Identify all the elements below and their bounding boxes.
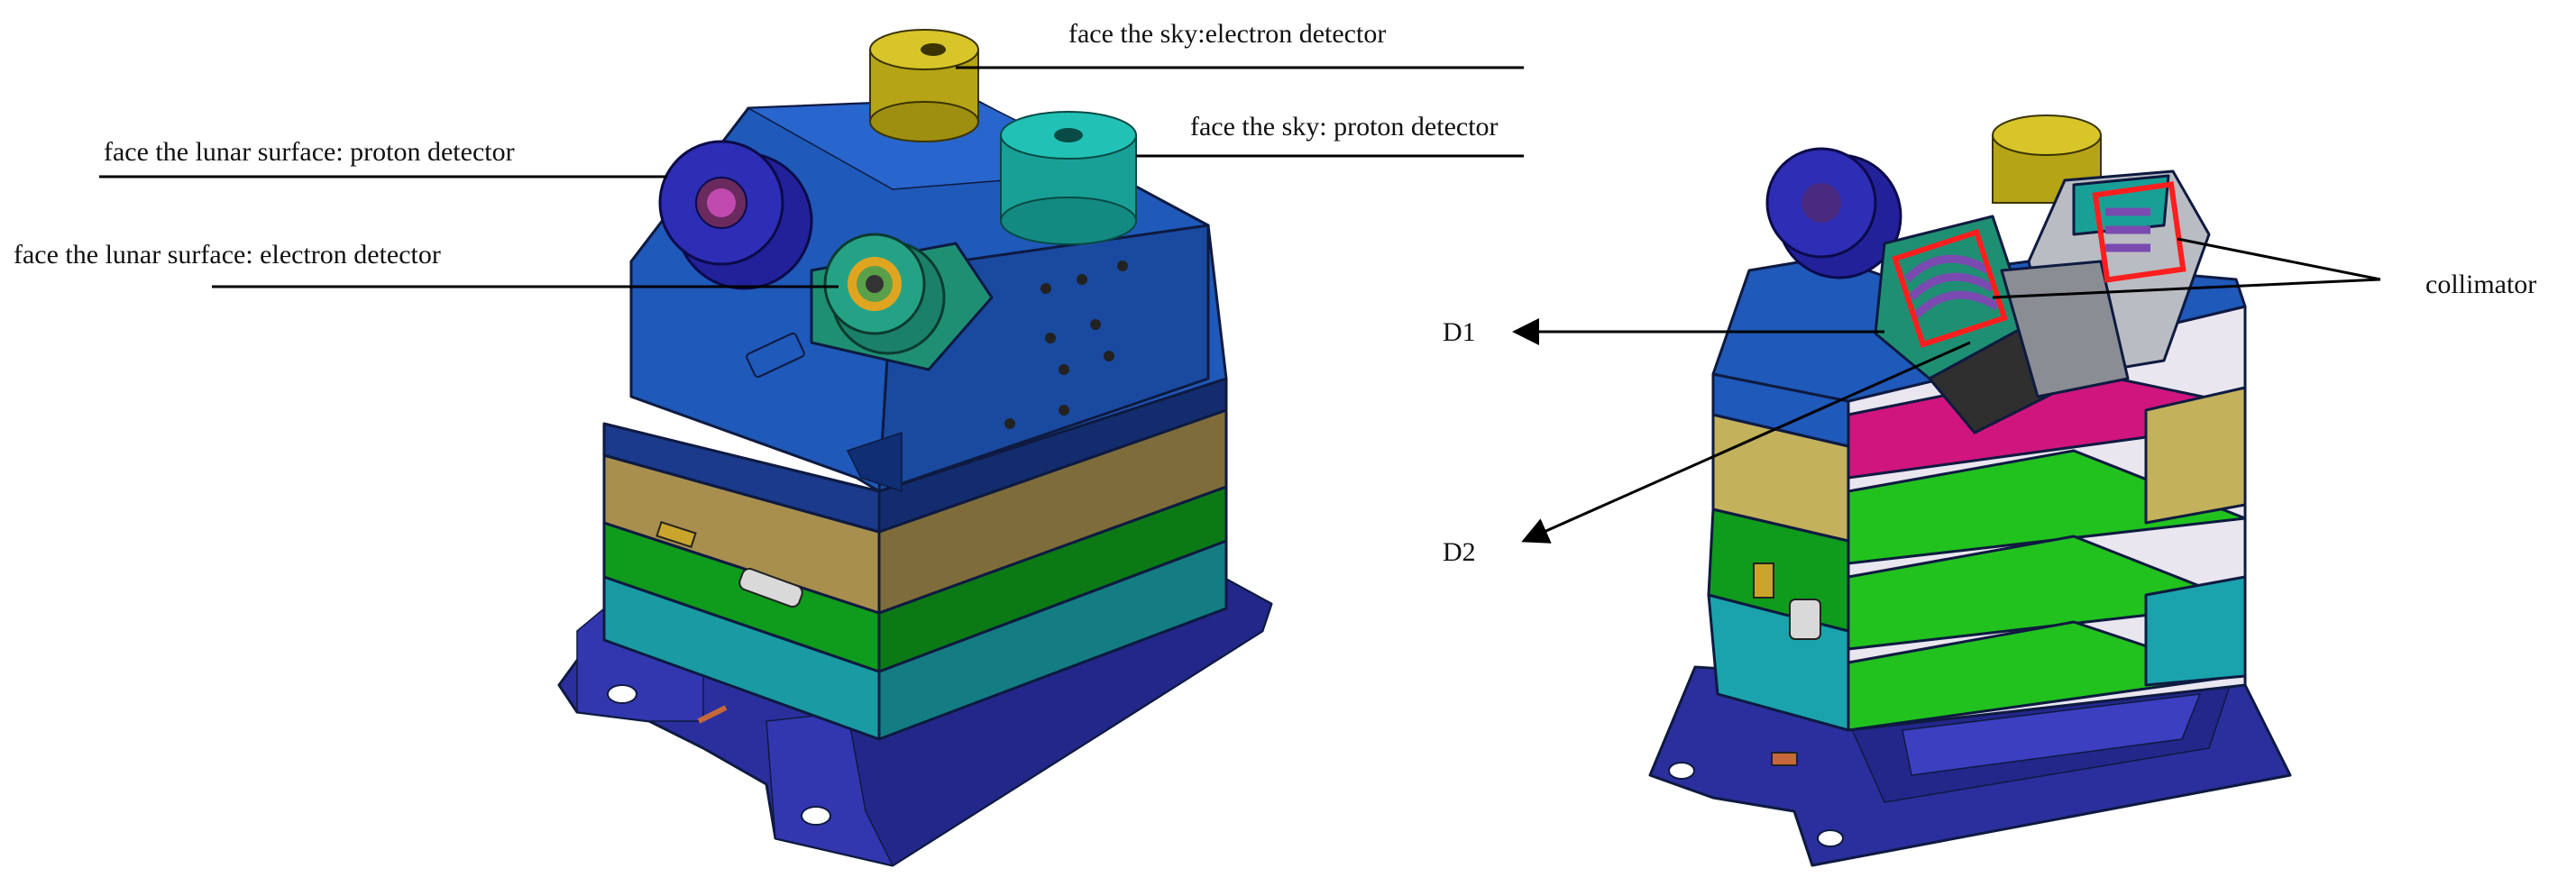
collimator-highlight-2 bbox=[1892, 228, 2008, 348]
label-d2: D2 bbox=[1443, 341, 1971, 567]
right-lunar-proton-detector bbox=[1765, 147, 1902, 279]
left-sky-proton-detector bbox=[1000, 111, 1137, 245]
right-sky-electron-detector bbox=[1992, 114, 2102, 204]
label-collimator: collimator bbox=[1992, 237, 2536, 299]
label-sky-electron: face the sky:electron detector bbox=[956, 19, 1524, 69]
label-sky-electron-text: face the sky:electron detector bbox=[1068, 19, 1386, 49]
label-sky-proton-text: face the sky: proton detector bbox=[1190, 112, 1499, 142]
left-lunar-proton-detector bbox=[658, 140, 813, 290]
label-d1: D1 bbox=[1443, 317, 1884, 347]
label-d2-text: D2 bbox=[1443, 537, 1476, 567]
left-sky-electron-detector bbox=[869, 29, 979, 142]
label-lunar-proton: face the lunar surface: proton detector bbox=[99, 137, 667, 178]
board-green-1 bbox=[1847, 449, 2247, 565]
collimator-highlight-1 bbox=[2092, 181, 2186, 283]
right-instrument-view bbox=[1648, 114, 2292, 867]
leader-collimator-2 bbox=[1992, 278, 2381, 299]
label-lunar-electron: face the lunar surface: electron detecto… bbox=[14, 240, 839, 288]
label-lunar-proton-text: face the lunar surface: proton detector bbox=[104, 137, 515, 167]
leader-collimator-1 bbox=[2177, 237, 2381, 281]
arrow-d2 bbox=[1521, 341, 1971, 544]
label-lunar-electron-text: face the lunar surface: electron detecto… bbox=[14, 240, 441, 270]
label-collimator-text: collimator bbox=[2425, 270, 2536, 299]
left-lunar-electron-detector bbox=[810, 233, 994, 371]
left-layer-stack bbox=[602, 377, 1228, 741]
label-sky-proton: face the sky: proton detector bbox=[1136, 112, 1524, 158]
label-d1-text: D1 bbox=[1443, 317, 1476, 347]
left-instrument-view bbox=[557, 29, 1273, 867]
